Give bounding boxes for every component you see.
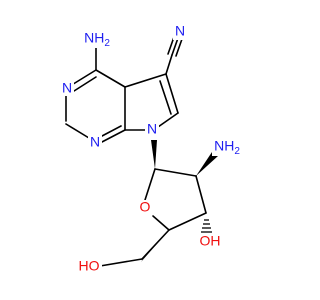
hydroxy-5-label: HO (79, 258, 100, 274)
atom-hydroxy-3: OH (197, 233, 223, 250)
wedge-c4p-c5p (141, 230, 169, 262)
n-pyr-1-label: N (90, 134, 100, 150)
molecule-structure: NH2 N N N N NH2 O (60, 23, 242, 275)
amino-group-top: NH2 (82, 30, 112, 49)
bond-c6-n7 (157, 112, 179, 128)
bond-cn-triple-c (175, 38, 183, 57)
bond-c4-n3-double (73, 76, 97, 92)
bond-c2p-c3p (195, 175, 207, 214)
atom-label-layer: NH2 N N N N NH2 O (60, 23, 242, 275)
nitrile-n-label: N (175, 23, 185, 39)
hydroxy-3-label: OH (200, 233, 221, 249)
n-pyrrole-label: N (147, 121, 157, 137)
atom-n-pyrimidine-3: N (60, 80, 74, 96)
atom-n-pyrimidine-1: N (88, 134, 102, 151)
bond-c4-c4a (95, 69, 126, 88)
atom-nitrile-n: N (173, 23, 187, 40)
wedge-c1p-n7 (151, 140, 157, 169)
bond-c4-n3 (69, 69, 97, 87)
wedge-c2p-nh2 (196, 152, 218, 176)
n-pyr-3-label: N (62, 80, 72, 96)
bond-cn-triple-a (171, 37, 179, 56)
atom-hydroxy-5: HO (76, 258, 102, 275)
bond-c5-cn (165, 54, 173, 75)
bond-n1-c7a (99, 129, 126, 144)
atom-n-pyrrole: N (145, 121, 159, 138)
amino-top-label: NH2 (84, 30, 110, 49)
amino-sugar-label: NH2 (214, 138, 240, 157)
bond-c4a-c5 (124, 73, 167, 88)
ring-o-label: O (140, 199, 151, 215)
bond-c3p-c4p (168, 212, 207, 231)
bond-c5-c6-double (159, 80, 172, 115)
atom-ring-oxygen: O (138, 199, 152, 216)
bond-c2-n1 (65, 123, 90, 139)
bond-c1p-c2p (154, 168, 197, 177)
bond-o4p-c1p (144, 168, 156, 201)
amino-group-sugar: NH2 (212, 138, 242, 157)
bond-layer (65, 36, 207, 267)
bond-c5p-o5p (99, 258, 143, 267)
hash-c3p-oh (201, 219, 212, 233)
bond-c4p-o4p (152, 215, 170, 231)
bond-c4p-c5p (141, 229, 170, 260)
bond-c5-c6 (165, 73, 179, 114)
wedge-layer (141, 140, 218, 262)
bond-n1-c7a-double (101, 125, 122, 137)
